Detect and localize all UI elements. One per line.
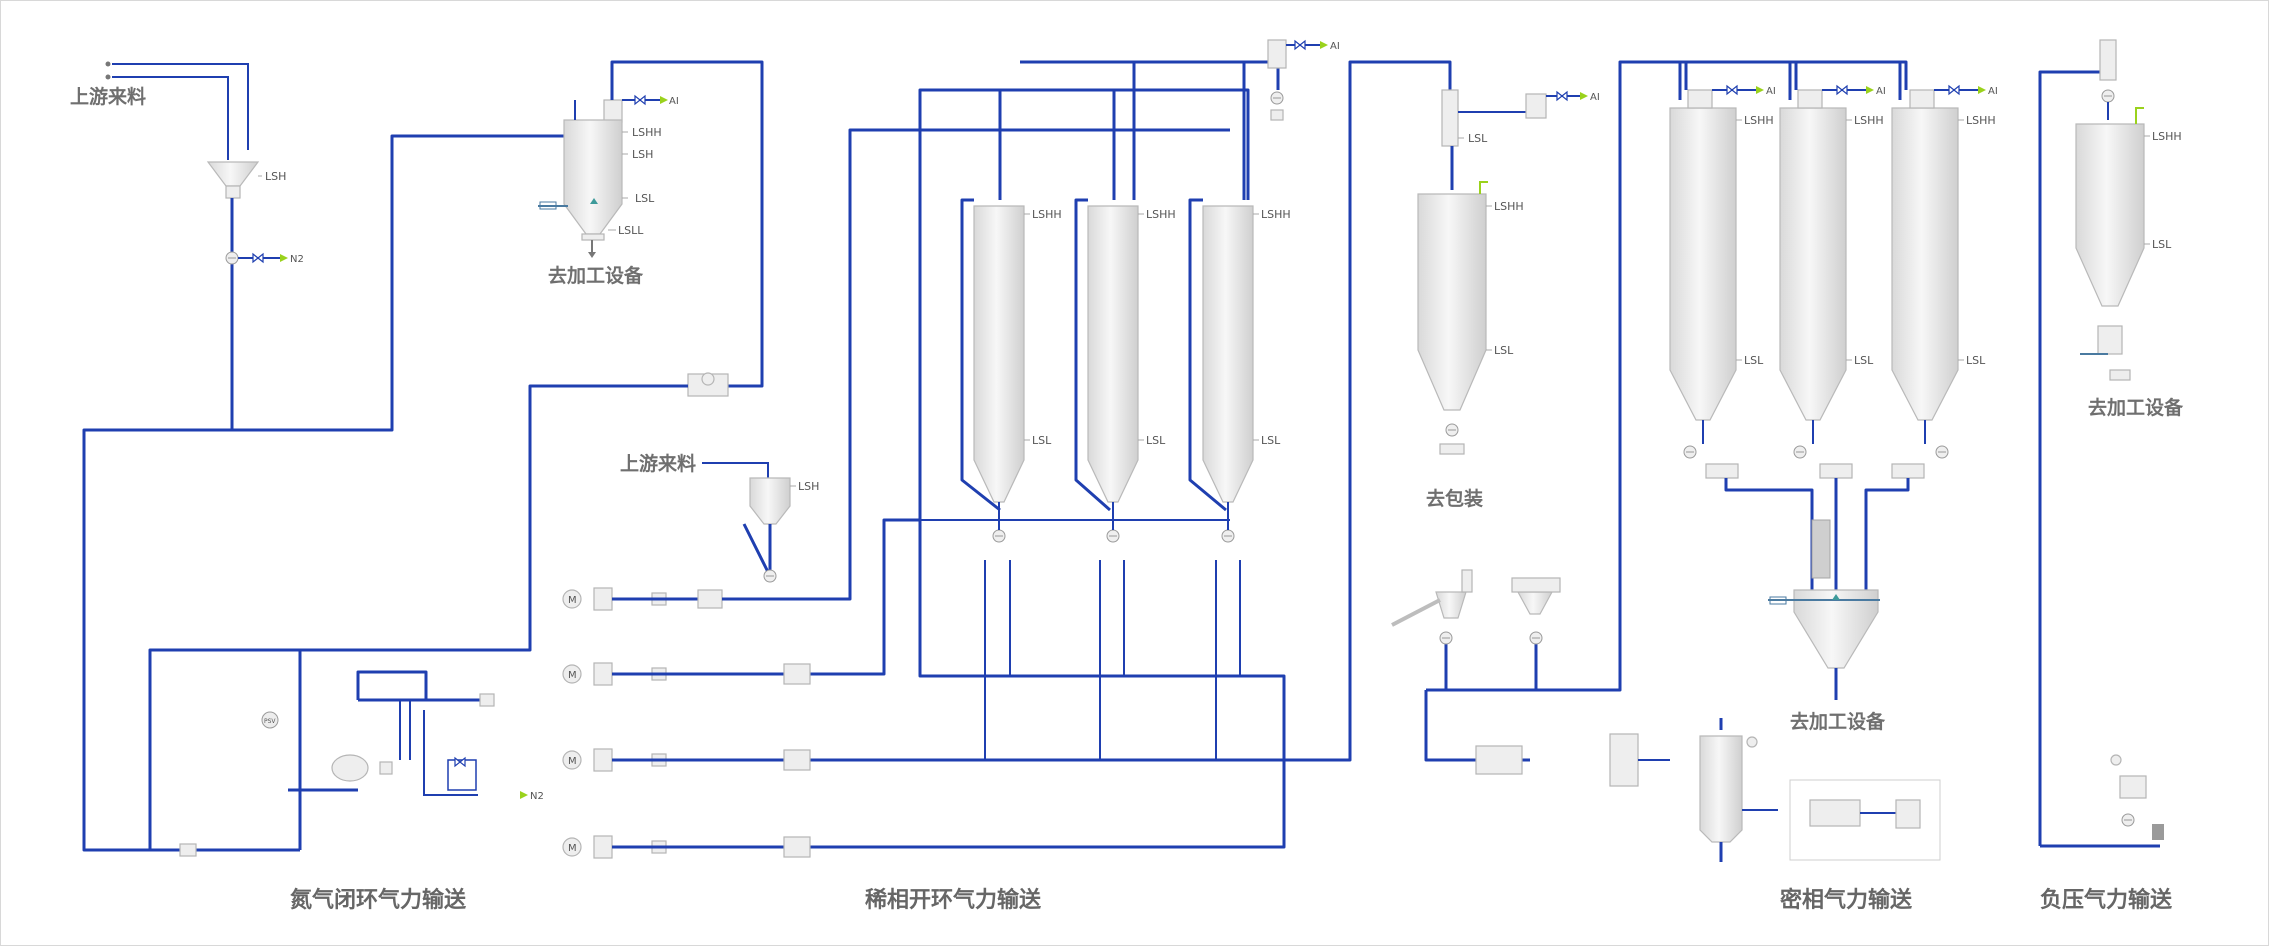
motor-tag-2: M (568, 670, 577, 681)
tag-lsl-vessel-1: LSL (635, 192, 655, 205)
section-nitrogen-closed-loop: 上游来料 LSH N2 LSHH (70, 60, 764, 913)
motor-tag-1: M (568, 595, 577, 606)
section-negative-pressure: LSHH LSL 去加工设备 负压气力输送 (2038, 39, 2184, 913)
silo-dilute-2: LSHH LSL (1087, 205, 1176, 760)
silo-dense-2: LSHH LSL AI (1779, 85, 1886, 421)
tag-lsh-vessel-1: LSH (632, 148, 653, 161)
tag-lshh-dense-1: LSHH (1744, 114, 1774, 127)
blower-row-4: M (562, 88, 1286, 859)
tag-ai-dense-1: AI (1766, 86, 1776, 97)
silo-dense-3: LSHH LSL AI (1891, 85, 1998, 421)
n2-inlet-1: N2 (238, 253, 304, 265)
label-upstream-feed-2: 上游来料 (620, 452, 696, 475)
tag-n2-1: N2 (290, 254, 304, 265)
section-dense-phase: LSHH LSL AI LSHH LSL AI LSHH LSL (1391, 60, 1998, 913)
nitrogen-loop-equipment: PSV N2 (261, 650, 544, 850)
dense-receiving-hopper (1768, 589, 1880, 700)
tag-ai-dense-2: AI (1876, 86, 1886, 97)
section-title-nitrogen-closed-loop: 氮气闭环气力输送 (290, 887, 466, 913)
section-title-dilute-open-loop: 稀相开环气力输送 (865, 887, 1041, 913)
tag-ai-filter-dilute: AI (1330, 41, 1340, 52)
dense-feed-hoppers (1391, 569, 1561, 690)
tag-lsl-packaging-filter: LSL (1468, 132, 1488, 145)
section-title-dense-phase: 密相气力输送 (1780, 887, 1912, 913)
tag-ai-packaging: AI (1590, 92, 1600, 103)
tag-lsl-dense-1: LSL (1744, 354, 1764, 367)
tag-lshh-negative: LSHH (2152, 130, 2182, 143)
dense-discharge-lines (1683, 420, 1949, 590)
tag-lshh-silo-3: LSHH (1261, 208, 1291, 221)
tag-lsl-silo-1: LSL (1032, 434, 1052, 447)
tag-lshh-vessel-1: LSHH (632, 126, 662, 139)
tag-lshh-dense-2: LSHH (1854, 114, 1884, 127)
label-to-processing-3: 去加工设备 (2088, 396, 2184, 419)
tag-ai-vessel-1: AI (669, 96, 679, 107)
packaging-silo: LSL AI LSHH LSL 去包装 (1350, 60, 1600, 510)
upstream-feed-lines-1 (105, 61, 249, 160)
psv-tag: PSV (264, 718, 276, 725)
tag-lsl-silo-3: LSL (1261, 434, 1281, 447)
feed-hopper-2: LSH (702, 128, 1230, 601)
negative-pressure-blower (2110, 754, 2164, 840)
tag-lshh-packaging: LSHH (1494, 200, 1524, 213)
tag-n2-2: N2 (530, 791, 544, 802)
dilute-dust-filter: AI (1267, 39, 1340, 121)
tag-lsh-hopper-2: LSH (798, 480, 819, 493)
blower-row-2: M (562, 518, 920, 686)
label-to-processing-2: 去加工设备 (1790, 710, 1886, 733)
motor-tag-4: M (568, 843, 577, 854)
dense-blower-unit (1699, 718, 1941, 862)
buffer-vessel-1: LSHH LSH LSL LSLL AI (538, 95, 679, 258)
label-to-packaging: 去包装 (1426, 487, 1483, 510)
tag-lsl-dense-2: LSL (1854, 354, 1874, 367)
blower-row-1: M (562, 587, 723, 611)
section-title-negative-pressure: 负压气力输送 (2040, 887, 2172, 913)
tag-lsh-hopper-1: LSH (265, 170, 286, 183)
silo-dilute-3: LSHH LSL (1202, 205, 1291, 760)
tag-lsl-packaging: LSL (1494, 344, 1514, 357)
motor-tag-3: M (568, 756, 577, 767)
feed-hopper-1: LSH (206, 161, 286, 199)
tag-lshh-dense-3: LSHH (1966, 114, 1996, 127)
tag-lsl-negative: LSL (2152, 238, 2172, 251)
silo-dilute-1: LSHH LSL (973, 205, 1062, 760)
label-upstream-feed-1: 上游来料 (70, 85, 146, 108)
tag-lsl-silo-2: LSL (1146, 434, 1166, 447)
tag-lshh-silo-2: LSHH (1146, 208, 1176, 221)
label-to-processing-1: 去加工设备 (548, 264, 644, 287)
rotary-feeder-loop-1 (687, 372, 729, 397)
section-dilute-open-loop: M M M M (562, 39, 1450, 913)
tag-ai-dense-3: AI (1988, 86, 1998, 97)
silo-dense-1: LSHH LSL AI (1669, 85, 1776, 421)
tag-lsll-vessel-1: LSLL (618, 224, 644, 237)
tag-lsl-dense-3: LSL (1966, 354, 1986, 367)
tag-lshh-silo-1: LSHH (1032, 208, 1062, 221)
